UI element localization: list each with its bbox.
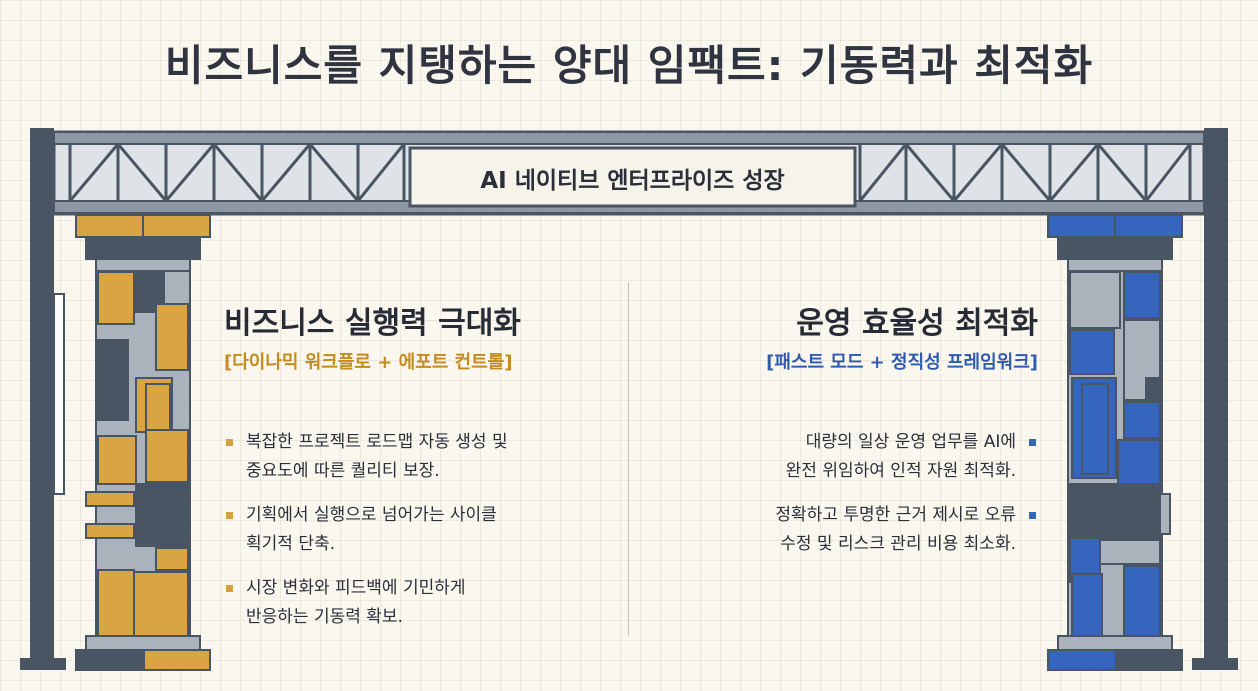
left-pillar — [75, 214, 211, 671]
bullet-text-line: 기획에서 실행으로 넘어가는 사이클 — [246, 505, 497, 525]
bullet-text-line: 정확하고 투명한 근거 제시로 오류 — [775, 505, 1016, 525]
banner-label: AI 네이티브 엔터프라이즈 성장 — [480, 168, 785, 194]
bullet-text-line: 수정 및 리스크 관리 비용 최소화. — [780, 534, 1016, 554]
left-panel-heading: 비즈니스 실행력 극대화 — [224, 306, 521, 341]
list-item: 복잡한 프로젝트 로드맵 자동 생성 및 중요도에 따른 퀄리티 보장. — [226, 428, 606, 486]
truss-beam — [52, 130, 1206, 216]
page-title: 비즈니스를 지탱하는 양대 임팩트: 기동력과 최적화 — [164, 41, 1094, 90]
bullet-text-line: 중요도에 따른 퀄리티 보장. — [246, 461, 440, 481]
list-item: 정확하고 투명한 근거 제시로 오류 수정 및 리스크 관리 비용 최소화. — [656, 501, 1036, 559]
left-bullet-list: 복잡한 프로젝트 로드맵 자동 생성 및 중요도에 따른 퀄리티 보장. 기획에… — [226, 428, 606, 647]
right-panel-heading: 운영 효율성 최적화 — [796, 306, 1038, 341]
left-panel-subheading: [다이나믹 워크플로 + 에포트 컨트롤] — [224, 352, 513, 373]
list-item: 대량의 일상 운영 업무를 AI에 완전 위임하여 인적 자원 최적화. — [656, 428, 1036, 486]
right-panel-subheading: [패스트 모드 + 정직성 프레임워크] — [766, 352, 1038, 373]
right-outer-post — [1204, 128, 1228, 668]
right-pillar — [1047, 214, 1183, 671]
square-bullet-icon — [1029, 512, 1036, 519]
right-bullet-list: 대량의 일상 운영 업무를 AI에 완전 위임하여 인적 자원 최적화. 정확하… — [656, 428, 1036, 574]
square-bullet-icon — [226, 439, 233, 446]
list-item: 시장 변화와 피드백에 기민하게 반응하는 기동력 확보. — [226, 574, 606, 632]
bullet-text-line: 완전 위임하여 인적 자원 최적화. — [785, 461, 1016, 481]
bullet-text-line: 시장 변화와 피드백에 기민하게 — [246, 578, 466, 598]
banner-plate — [408, 146, 857, 208]
square-bullet-icon — [226, 585, 233, 592]
bullet-text-line: 획기적 단축. — [246, 534, 336, 554]
center-divider — [628, 282, 629, 636]
list-item: 기획에서 실행으로 넘어가는 사이클 획기적 단축. — [226, 501, 606, 559]
bullet-text-line: 대량의 일상 운영 업무를 AI에 — [805, 432, 1016, 452]
square-bullet-icon — [1029, 439, 1036, 446]
square-bullet-icon — [226, 512, 233, 519]
bullet-text-line: 복잡한 프로젝트 로드맵 자동 생성 및 — [246, 432, 508, 452]
bullet-text-line: 반응하는 기동력 확보. — [246, 607, 403, 627]
left-outer-post — [30, 128, 54, 668]
